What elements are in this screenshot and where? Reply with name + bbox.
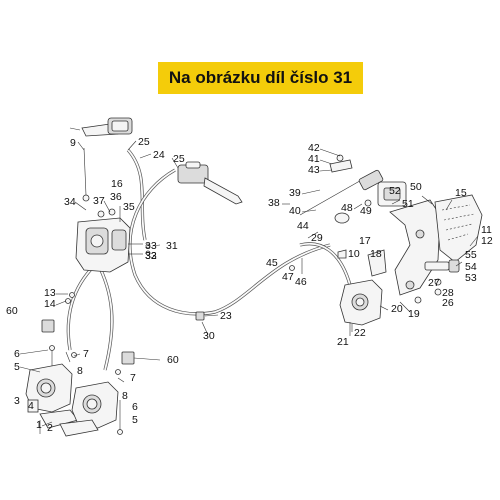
part-label-38: 38 [268,197,280,209]
part-label-55: 55 [465,249,477,261]
part-label-48: 48 [341,202,353,214]
rear-master-assembly [299,154,407,224]
part-label-6: 6 [132,401,138,413]
front-caliper-lower-left [25,363,79,429]
part-number-banner: Na obrázku díl číslo 31 [158,62,363,94]
part-label-4: 4 [28,400,34,412]
part-label-34: 34 [64,196,76,208]
part-label-53: 53 [465,272,477,284]
part-label-8: 8 [122,390,128,402]
leader-lines [19,140,479,427]
part-label-1: 1 [36,419,42,431]
banner-text: Na obrázku díl číslo 31 [168,68,353,87]
part-label-49: 49 [360,205,372,217]
part-label-11: 11 [481,224,492,236]
part-label-2: 2 [47,422,53,434]
part-label-17: 17 [359,235,371,247]
part-label-20: 20 [391,303,403,315]
rear-caliper-bracket [389,199,441,296]
part-label-43: 43 [308,164,320,176]
part-label-16: 16 [111,178,123,190]
front-caliper-lower-right [59,381,119,437]
front-caliper-upper [75,208,151,273]
brake-pads-60 [41,311,205,365]
part-label-51: 51 [402,198,414,210]
rear-master-cylinder [177,161,243,205]
part-label-23: 23 [220,310,232,322]
part-label-18: 18 [370,248,382,260]
part-label-30: 30 [203,330,215,342]
part-label-35: 35 [123,201,135,213]
part-label-27: 27 [428,277,440,289]
part-label-31: 31 [166,240,178,252]
part-label-46: 46 [295,276,307,288]
part-label-13: 13 [44,287,56,299]
part-label-42: 42 [308,142,320,154]
part-label-9: 9 [70,137,76,149]
part-label-33: 33 [145,250,157,262]
part-label-33: 33 [145,240,157,252]
part-label-26: 26 [442,297,454,309]
part-label-7: 7 [130,372,136,384]
part-label-32: 32 [145,250,157,262]
part-label-24: 24 [153,149,165,161]
part-label-41: 41 [308,153,320,165]
part-label-45: 45 [266,257,278,269]
part-label-25: 25 [138,136,150,148]
front-master-cylinder [69,117,133,202]
part-label-60: 60 [167,354,179,366]
part-label-8: 8 [77,365,83,377]
part-label-5: 5 [132,414,138,426]
part-label-52: 52 [389,185,401,197]
part-label-25: 25 [173,153,185,165]
part-label-21: 21 [337,336,349,348]
part-label-29: 29 [311,232,323,244]
part-label-44: 44 [297,220,309,232]
part-label-37: 37 [93,195,105,207]
part-label-15: 15 [455,187,467,199]
rear-caliper [339,249,387,336]
part-label-36: 36 [110,191,122,203]
part-label-14: 14 [44,298,56,310]
part-label-60: 60 [6,305,18,317]
rear-axle-parts [289,249,460,313]
part-label-12: 12 [481,235,493,247]
part-label-19: 19 [408,308,420,320]
part-label-3: 3 [14,395,20,407]
part-label-6: 6 [14,348,20,360]
part-label-54: 54 [465,261,477,273]
part-label-28: 28 [442,287,454,299]
part-label-7: 7 [83,348,89,360]
part-label-10: 10 [348,248,360,260]
brake-hoses [66,148,352,371]
part-label-22: 22 [354,327,366,339]
part-label-5: 5 [14,361,20,373]
part-label-47: 47 [282,271,294,283]
part-label-39: 39 [289,187,301,199]
part-label-40: 40 [289,205,301,217]
part-label-50: 50 [410,181,422,193]
